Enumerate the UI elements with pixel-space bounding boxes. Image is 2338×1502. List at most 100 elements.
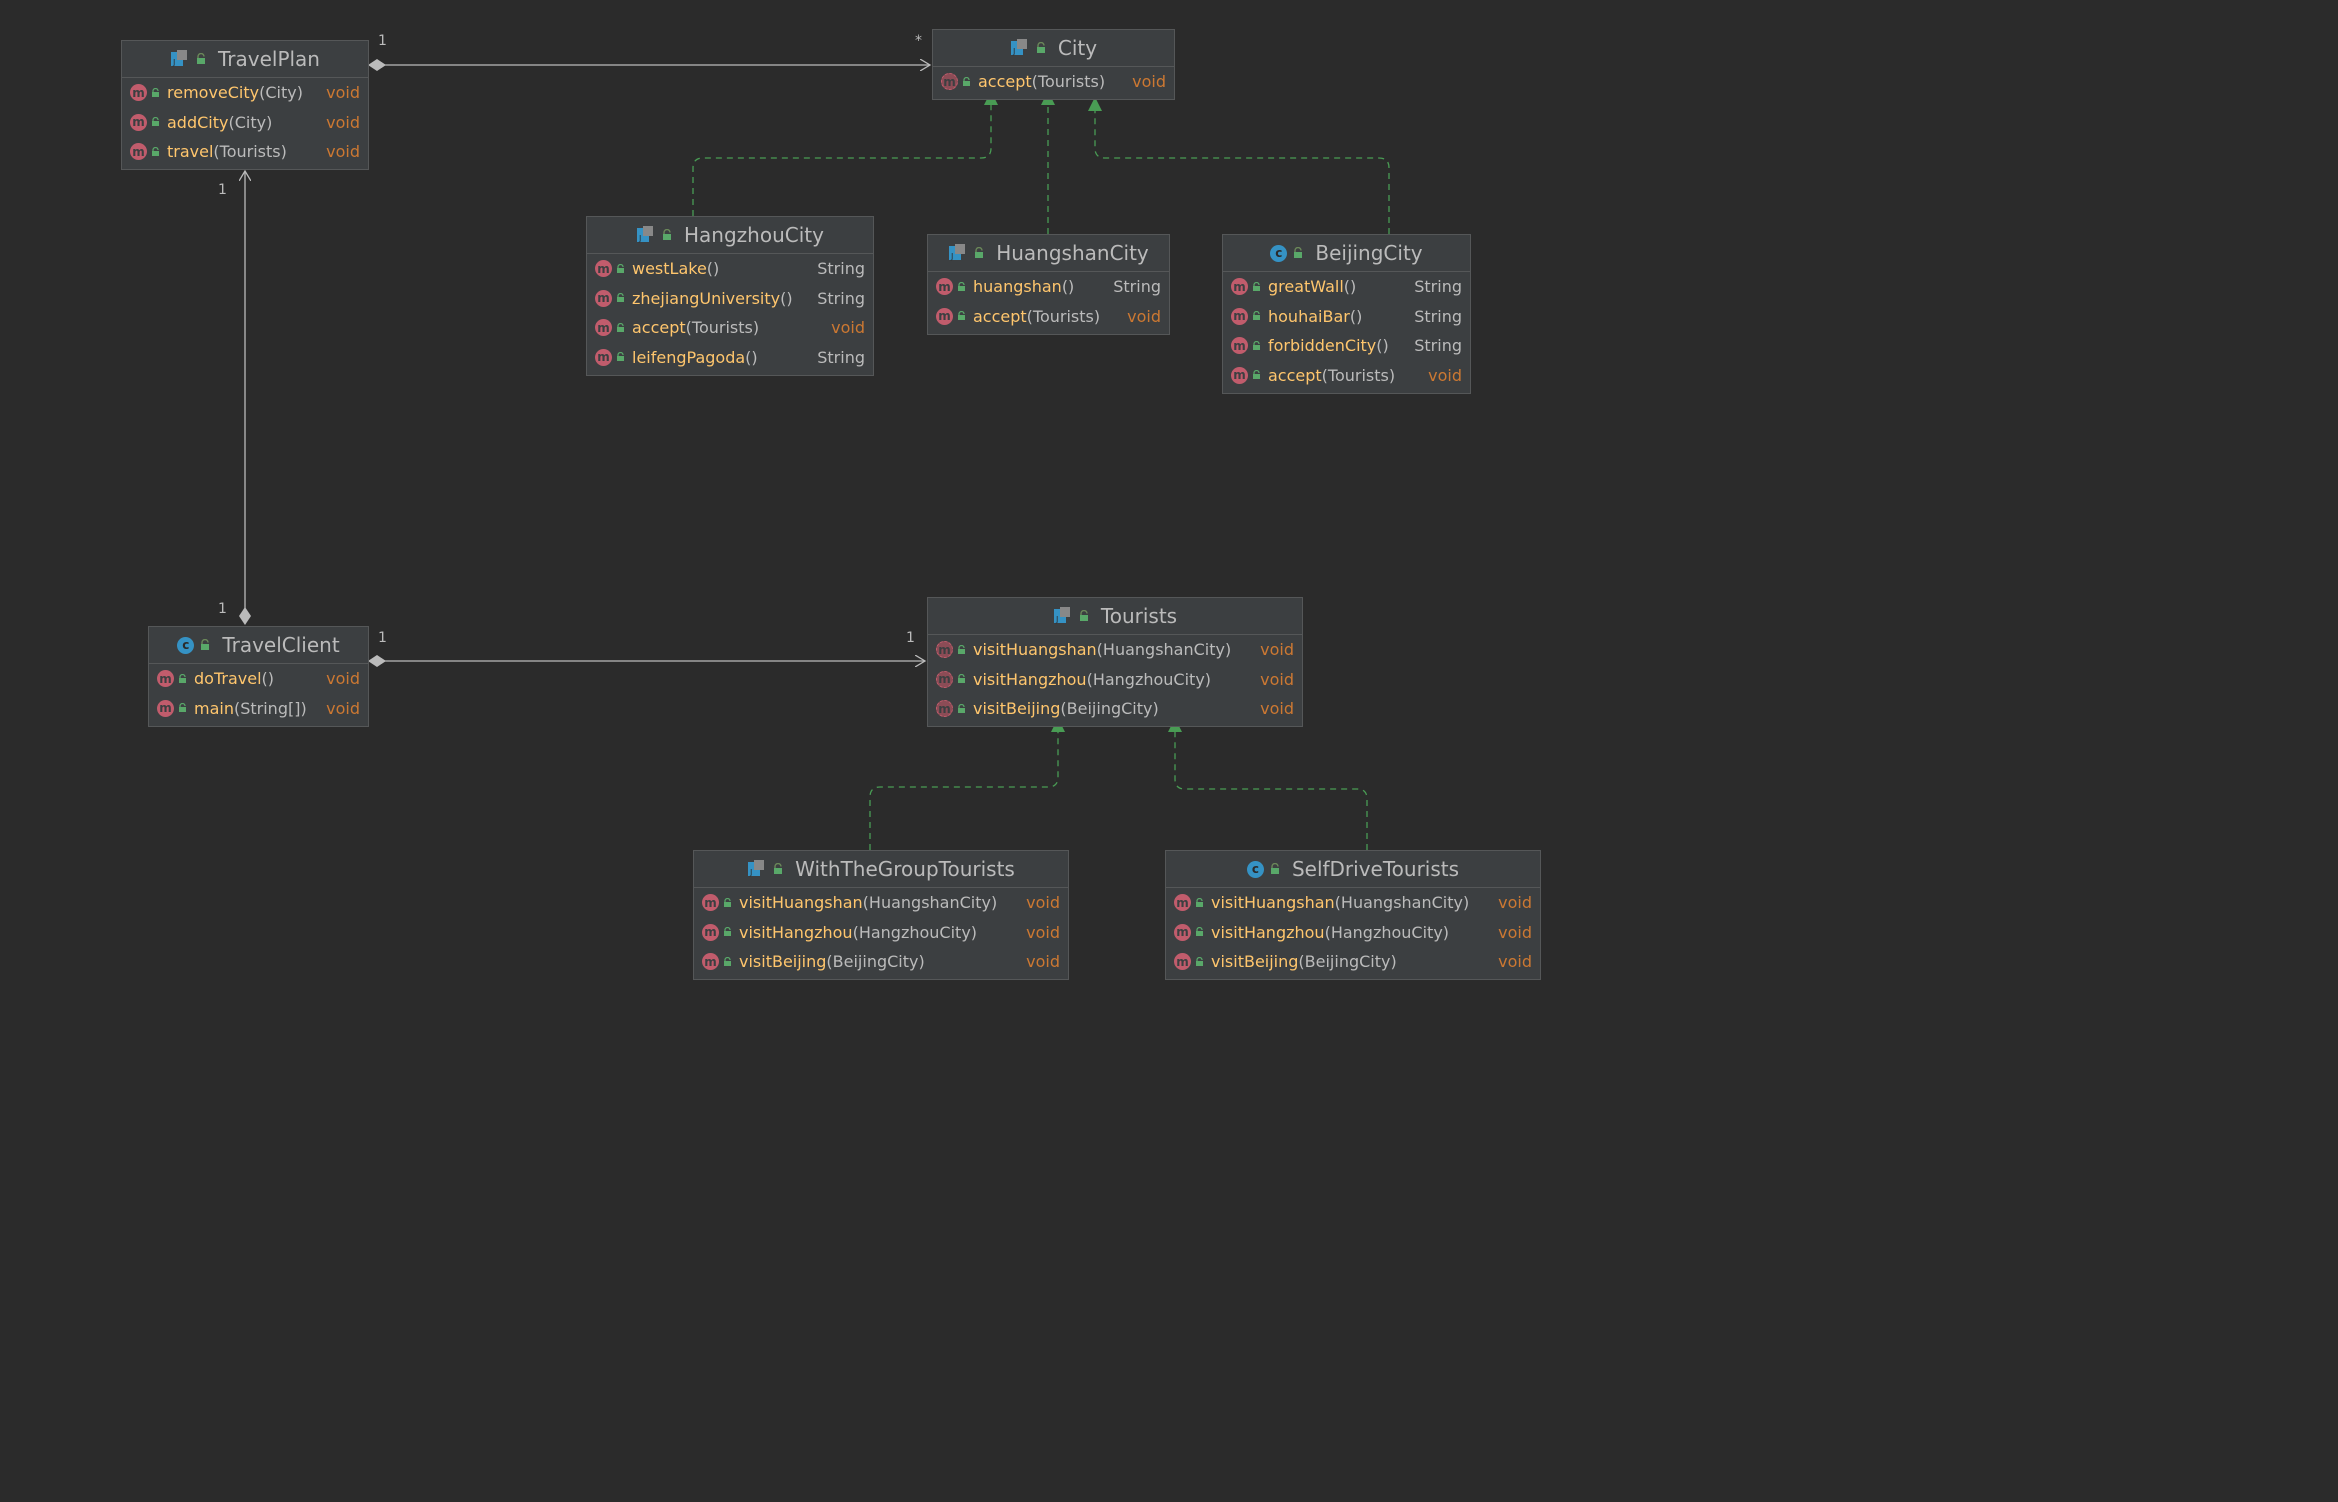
public-lock-icon [178,673,187,684]
return-type: void [1026,922,1060,942]
method-params: (Tourists) [213,142,287,162]
edge-travelclient-travelplan: 1 1 [218,171,251,625]
method-params: (Tourists) [685,318,760,338]
class-name: TravelPlan [217,47,320,71]
public-lock-icon [1252,311,1261,321]
public-lock-icon [151,117,160,127]
public-lock-icon [1036,42,1046,54]
method-name: addCity [167,112,229,132]
method-icon: m [1231,337,1248,355]
method-name: leifengPagoda [632,347,746,367]
method-icon: m [702,923,719,941]
edge-beijing-city [1088,97,1390,234]
public-lock-icon [1195,956,1204,967]
edge-travelplan-city: 1 * [368,33,930,71]
public-lock-icon [1293,247,1303,259]
method-name: removeCity [167,83,260,103]
method-name: main [194,698,234,718]
return-type: void [326,698,360,718]
method-params: () [1349,306,1363,326]
public-lock-icon [723,956,732,967]
method-params: (Tourists) [1321,365,1396,385]
method-params: () [706,259,720,279]
return-type: void [1260,699,1294,719]
public-lock-icon [616,352,625,362]
svg-text:J: J [1055,615,1058,624]
method-params: (HangzhouCity) [852,922,978,942]
method-name: houhaiBar [1268,306,1350,326]
svg-text:J: J [172,58,175,67]
method-name: huangshan [973,277,1062,297]
public-lock-icon [616,263,625,274]
return-type: void [1026,893,1060,913]
method-icon: m [157,670,174,688]
abstract-method-icon: m [936,641,953,659]
edge-selfdrive-tourists [1168,718,1368,850]
method-icon: m [595,260,612,278]
public-lock-icon [957,311,966,321]
public-lock-icon [151,87,160,98]
mult-travelplan-city-from: 1 [378,33,387,49]
public-lock-icon [178,703,187,713]
return-type: void [326,83,360,103]
public-lock-icon [200,639,210,651]
method-params: () [1343,277,1357,297]
class-icon: c [1270,244,1288,262]
method-name: accept [1268,365,1322,385]
method-icon: m [936,307,953,325]
edge-group-tourists [869,718,1065,850]
public-lock-icon [957,281,966,292]
method-params: (HuangshanCity) [1096,640,1232,660]
method-name: visitHuangshan [1211,893,1335,913]
method-name: travel [167,142,214,162]
method-icon: m [1174,894,1191,912]
return-type: void [1428,365,1462,385]
return-type: String [1414,277,1462,297]
class-name: SelfDriveTourists [1291,857,1460,881]
class-name: HuangshanCity [996,241,1149,265]
public-lock-icon [1252,340,1261,351]
method-params: (Tourists) [1031,72,1106,92]
method-params: () [1376,336,1389,356]
svg-text:J: J [1012,47,1015,56]
public-lock-icon [151,146,160,157]
return-type: void [1132,72,1166,92]
method-params: () [261,669,274,689]
